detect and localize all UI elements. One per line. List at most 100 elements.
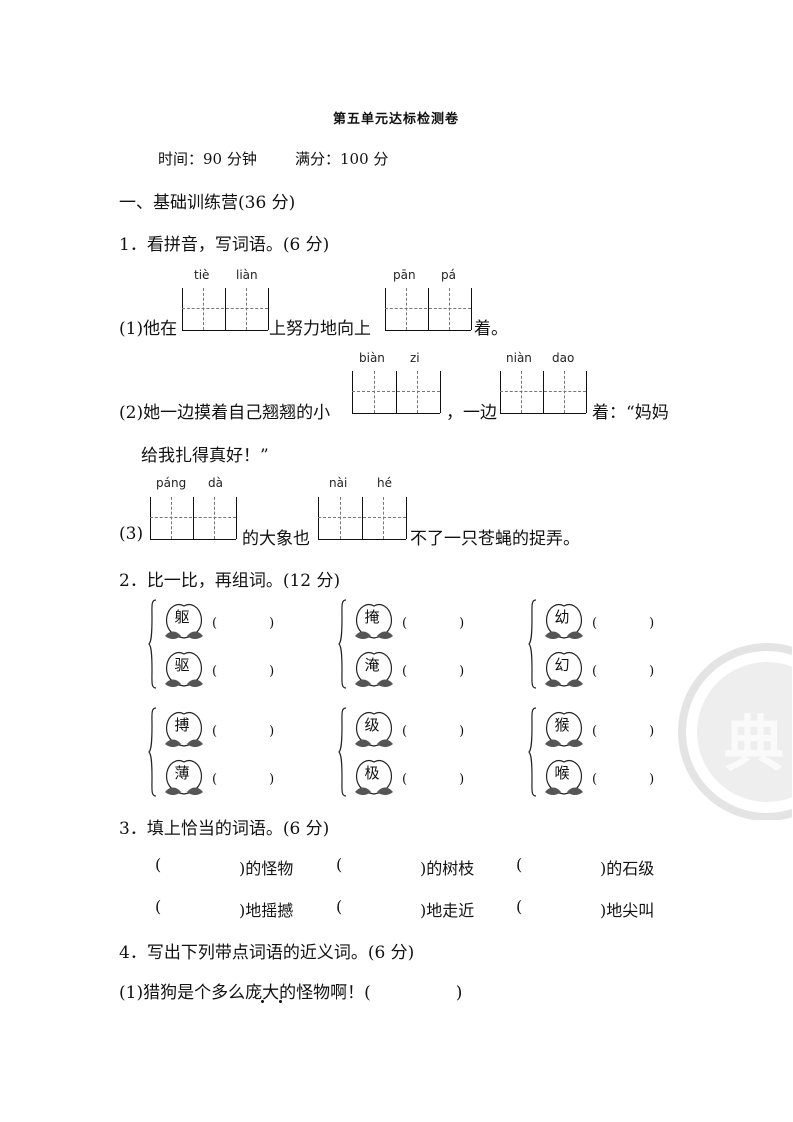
fill-blank[interactable] <box>344 897 418 917</box>
emphasis-dot <box>261 1000 264 1003</box>
compare-character: 淹 <box>364 656 380 674</box>
q1-s2-suffix: 着：“妈妈 <box>592 403 669 423</box>
answer-blank[interactable]: ( ) <box>592 616 655 631</box>
q1-s2-writing-grid-1[interactable] <box>352 371 441 414</box>
q1-s2-continuation: 给我扎得真好！” <box>141 446 269 466</box>
answer-blank[interactable]: ( ) <box>212 664 275 679</box>
q1-s3-prefix: (3) <box>119 524 144 544</box>
emphasis-dot <box>279 1000 282 1003</box>
answer-blank[interactable]: ( ) <box>592 664 655 679</box>
q1-s3-writing-grid-1[interactable] <box>150 497 237 540</box>
q1-s2-pinyin-3: niàn <box>506 351 532 365</box>
q1-s2-writing-grid-2[interactable] <box>500 371 587 414</box>
peach-character-card: 极 <box>352 754 393 795</box>
q1-s1-pinyin-4: pá <box>441 268 456 282</box>
q1-s1-writing-grid-2[interactable] <box>385 288 472 331</box>
page-title: 第五单元达标检测卷 <box>333 112 460 127</box>
answer-blank[interactable]: ( ) <box>592 724 655 739</box>
peach-character-card: 猴 <box>542 706 583 747</box>
compare-character: 猴 <box>554 716 570 734</box>
brace <box>528 598 538 690</box>
answer-blank[interactable]: ( ) <box>592 772 655 787</box>
q1-s3-middle: 的大象也 <box>242 529 310 549</box>
peach-character-card: 喉 <box>542 754 583 795</box>
fill-blank[interactable] <box>163 855 237 875</box>
fill-blank[interactable] <box>524 897 598 917</box>
open-paren: ( <box>516 897 523 916</box>
answer-blank[interactable]: ( ) <box>212 724 275 739</box>
peach-character-card: 幼 <box>542 598 583 639</box>
peach-character-card: 幻 <box>542 646 583 687</box>
fill-blank[interactable] <box>344 855 418 875</box>
brace <box>338 706 348 798</box>
open-paren: ( <box>155 897 162 916</box>
q1-s3-pinyin-3: nài <box>329 476 348 490</box>
q1-s1-pinyin-1: tiè <box>194 268 210 282</box>
q1-s2-pinyin-2: zi <box>410 351 420 365</box>
close-paren: )的怪物 <box>239 859 294 878</box>
compare-character: 喉 <box>554 764 570 782</box>
q1-s3-writing-grid-2[interactable] <box>318 497 407 540</box>
q1-s2-prefix: (2)她一边摸着自己翘翘的小 <box>119 403 331 423</box>
q1-s3-pinyin-4: hé <box>377 476 392 490</box>
exam-score: 满分：100 分 <box>295 150 389 168</box>
open-paren: ( <box>155 855 162 874</box>
close-paren: )的树枝 <box>420 859 475 878</box>
question-1-heading: 1．看拼音，写词语。(6 分) <box>119 235 330 255</box>
q1-s3-pinyin-1: páng <box>156 476 187 490</box>
fill-blank[interactable] <box>163 897 237 917</box>
answer-blank[interactable]: ( ) <box>402 724 465 739</box>
close-paren: )地走近 <box>420 901 475 920</box>
compare-character: 掩 <box>364 608 380 626</box>
q4-s1: (1)猎狗是个多么庞大的怪物啊！( ) <box>119 983 463 1003</box>
q1-s3-suffix: 不了一只苍蝇的捉弄。 <box>410 529 580 549</box>
open-paren: ( <box>336 897 343 916</box>
fill-blank[interactable] <box>524 855 598 875</box>
answer-blank[interactable]: ( ) <box>402 664 465 679</box>
peach-character-card: 驱 <box>162 646 203 687</box>
brace <box>148 598 158 690</box>
compare-character: 级 <box>364 716 380 734</box>
section-heading: 一、基础训练营(36 分) <box>119 193 296 213</box>
q1-s1-writing-grid-1[interactable] <box>182 288 269 331</box>
q1-s1-suffix: 着。 <box>474 319 508 339</box>
svg-text:典: 典 <box>724 710 784 780</box>
compare-character: 幼 <box>554 608 570 626</box>
q1-s2-pinyin-1: biàn <box>359 351 385 365</box>
compare-character: 驱 <box>174 656 190 674</box>
peach-character-card: 薄 <box>162 754 203 795</box>
q1-s3-pinyin-2: dà <box>208 476 223 490</box>
peach-character-card: 搏 <box>162 706 203 747</box>
open-paren: ( <box>516 855 523 874</box>
peach-character-card: 掩 <box>352 598 393 639</box>
q1-s1-middle: 上努力地向上 <box>269 319 371 339</box>
open-paren: ( <box>336 855 343 874</box>
q1-s1-pinyin-2: liàn <box>236 268 258 282</box>
answer-blank[interactable]: ( ) <box>212 616 275 631</box>
peach-character-card: 躯 <box>162 598 203 639</box>
peach-character-card: 级 <box>352 706 393 747</box>
compare-character: 极 <box>364 764 380 782</box>
q1-s1-pinyin-3: pān <box>393 268 416 282</box>
close-paren: )地摇撼 <box>239 901 294 920</box>
close-paren: )的石级 <box>600 859 655 878</box>
compare-character: 薄 <box>174 764 190 782</box>
peach-character-card: 淹 <box>352 646 393 687</box>
answer-blank[interactable]: ( ) <box>402 616 465 631</box>
answer-blank[interactable]: ( ) <box>402 772 465 787</box>
brace <box>528 706 538 798</box>
brace <box>148 706 158 798</box>
q1-s2-pinyin-4: dao <box>552 351 575 365</box>
question-4-heading: 4．写出下列带点词语的近义词。(6 分) <box>119 943 415 963</box>
q1-s1-prefix: (1)他在 <box>119 319 178 339</box>
compare-character: 幻 <box>554 656 570 674</box>
brace <box>338 598 348 690</box>
close-paren: )地尖叫 <box>600 901 655 920</box>
question-3-heading: 3．填上恰当的词语。(6 分) <box>119 819 330 839</box>
compare-character: 躯 <box>174 608 190 626</box>
question-2-heading: 2．比一比，再组词。(12 分) <box>119 571 341 591</box>
watermark-seal: 典 <box>678 643 792 820</box>
exam-time: 时间：90 分钟 <box>158 150 257 168</box>
q1-s2-middle: ，一边 <box>446 403 497 423</box>
answer-blank[interactable]: ( ) <box>212 772 275 787</box>
